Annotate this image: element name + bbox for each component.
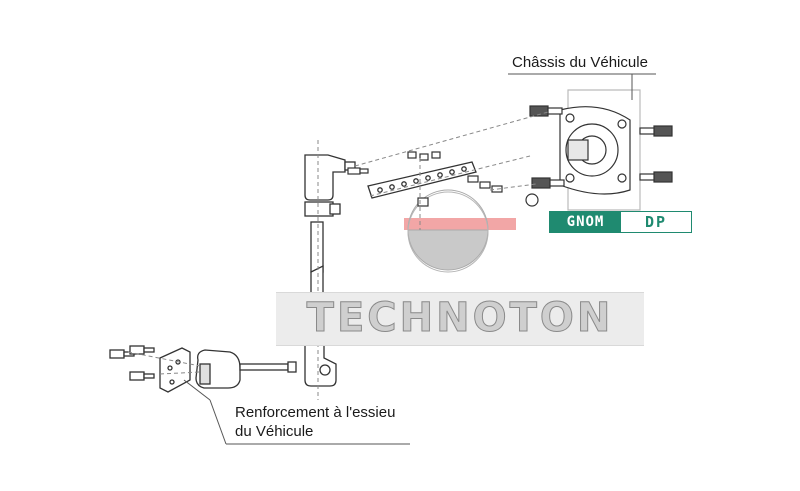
badge-model: DP [644,213,668,231]
sensor-disc [404,189,516,273]
vertical-rod [304,154,356,387]
badge-brand: GNOM [550,212,621,232]
watermark-band [276,292,644,346]
watermark-text: TECHNOTON [306,295,614,341]
axle-label-line1: Renforcement à l'essieu [235,404,396,421]
product-badge: GNOM DP [549,211,692,233]
axle-bracket-assembly [109,345,297,393]
mounting-bar [367,161,477,199]
alignment-lines [127,111,549,400]
leader-lines [183,73,656,445]
chassis-sensor [529,89,673,211]
axle-label-line2: du Véhicule [235,423,314,440]
chassis-label: Châssis du Véhicule [512,54,648,71]
